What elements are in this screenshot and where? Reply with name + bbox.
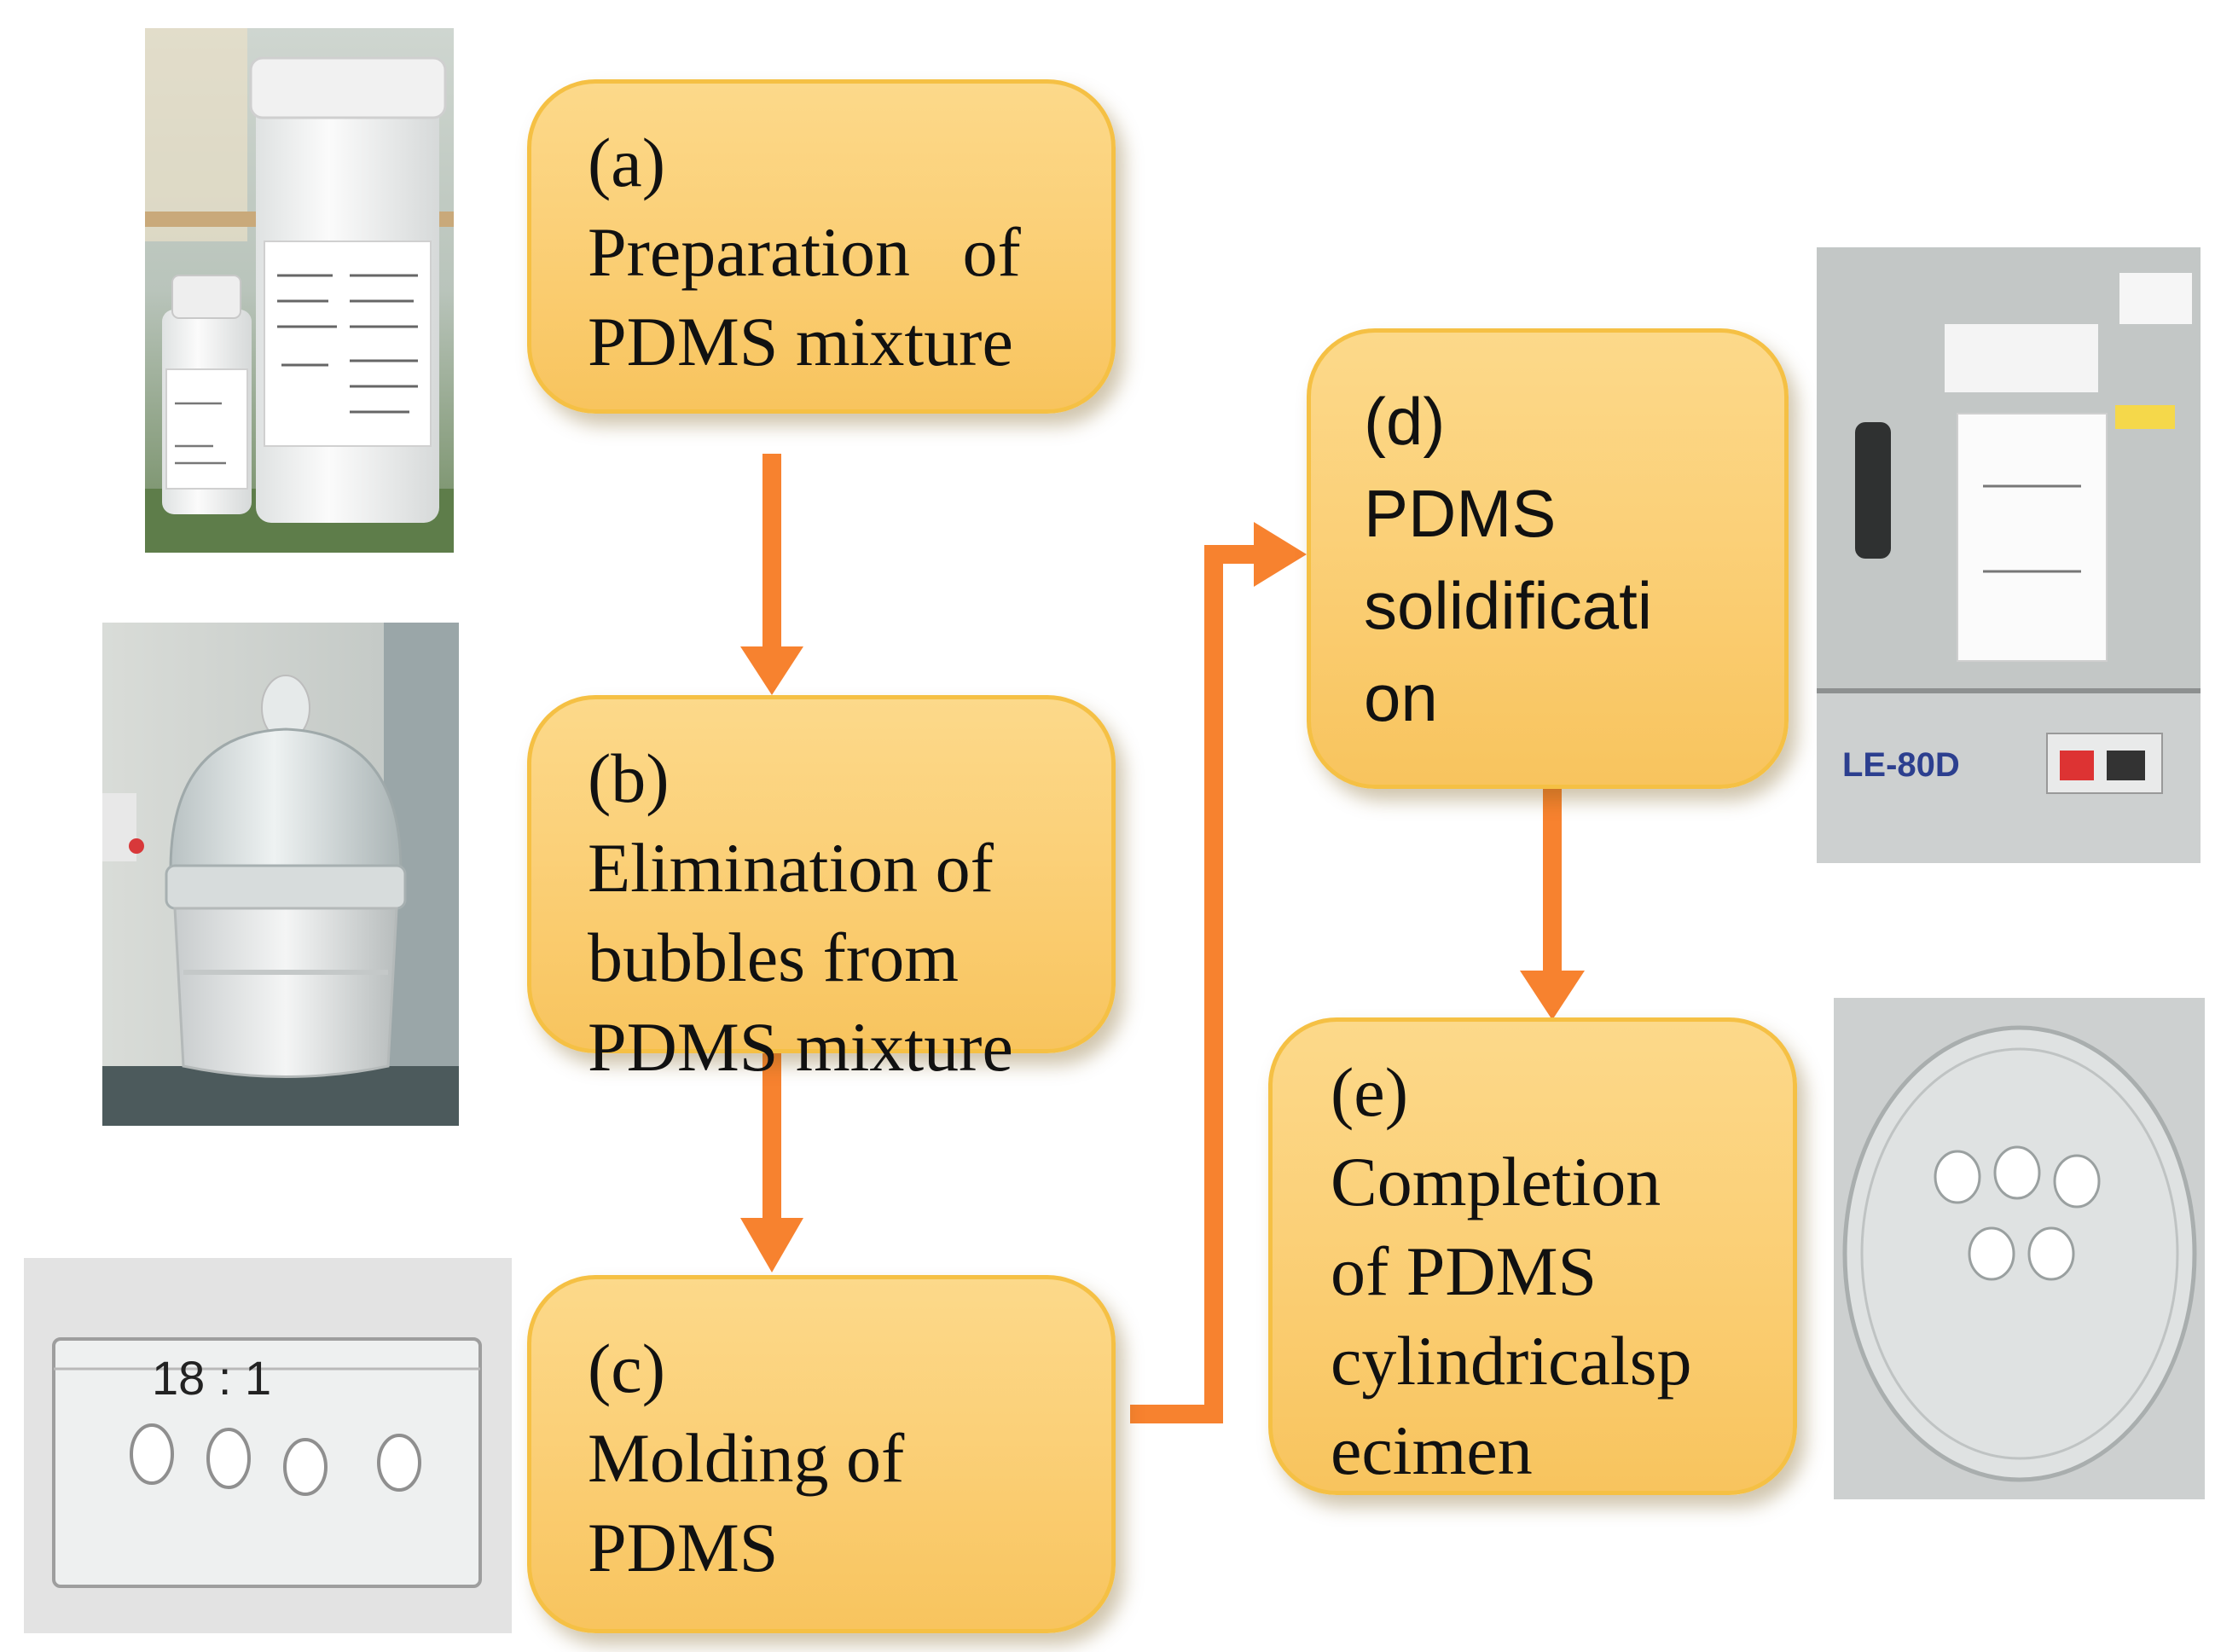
step-b-line-2: bubbles from: [588, 919, 959, 996]
oven-model-label: LE-80D: [1842, 746, 1960, 784]
photo-pdms-mold: 18 : 1: [24, 1258, 512, 1633]
step-a-letter: (a): [588, 124, 666, 201]
step-a-box: (a) Preparation of PDMS mixture: [527, 79, 1116, 414]
step-d-letter: (d): [1364, 384, 1446, 459]
photo-vacuum-desiccator: [102, 623, 459, 1126]
step-b-letter: (b): [588, 739, 670, 817]
step-a-line-1: Preparation of: [588, 213, 1021, 291]
photo-drying-oven: LE-80D: [1817, 247, 2201, 863]
step-d-box: (d) PDMS solidificati on: [1307, 328, 1789, 789]
photo-pdms-bottles: [145, 28, 454, 553]
arrowhead-a-to-b: [740, 646, 803, 695]
photo-petri-dish: [1834, 998, 2205, 1499]
step-e-line-4: ecimen: [1331, 1411, 1533, 1489]
step-e-letter: (e): [1331, 1053, 1409, 1131]
mold-ratio-label: 18 : 1: [152, 1351, 271, 1405]
arrowhead-b-to-c: [740, 1218, 803, 1272]
step-c-box: (c) Molding of PDMS: [527, 1275, 1116, 1633]
step-b-line-1: Elimination of: [588, 829, 994, 907]
step-b-box: (b) Elimination of bubbles from PDMS mix…: [527, 695, 1116, 1086]
step-d-line-3: on: [1364, 660, 1438, 735]
step-e-box: (e) Completion of PDMS cylindricalsp eci…: [1268, 1017, 1797, 1495]
step-e-line-1: Completion: [1331, 1143, 1661, 1220]
arrowhead-d-to-e: [1520, 971, 1585, 1020]
step-e-line-2: of PDMS: [1331, 1232, 1597, 1310]
arrowhead-c-to-d: [1254, 522, 1307, 587]
step-d-line-1: PDMS: [1364, 476, 1557, 551]
step-c-line-1: Molding of: [588, 1419, 905, 1497]
step-e-line-3: cylindricalsp: [1331, 1322, 1692, 1400]
arrow-c-to-d: [1130, 545, 1262, 1423]
step-b-line-3: PDMS mixture: [588, 1008, 1013, 1086]
step-d-line-2: solidificati: [1364, 568, 1653, 643]
step-c-line-2: PDMS: [588, 1509, 779, 1586]
step-a-line-2: PDMS mixture: [588, 303, 1013, 380]
step-c-letter: (c): [588, 1330, 666, 1407]
